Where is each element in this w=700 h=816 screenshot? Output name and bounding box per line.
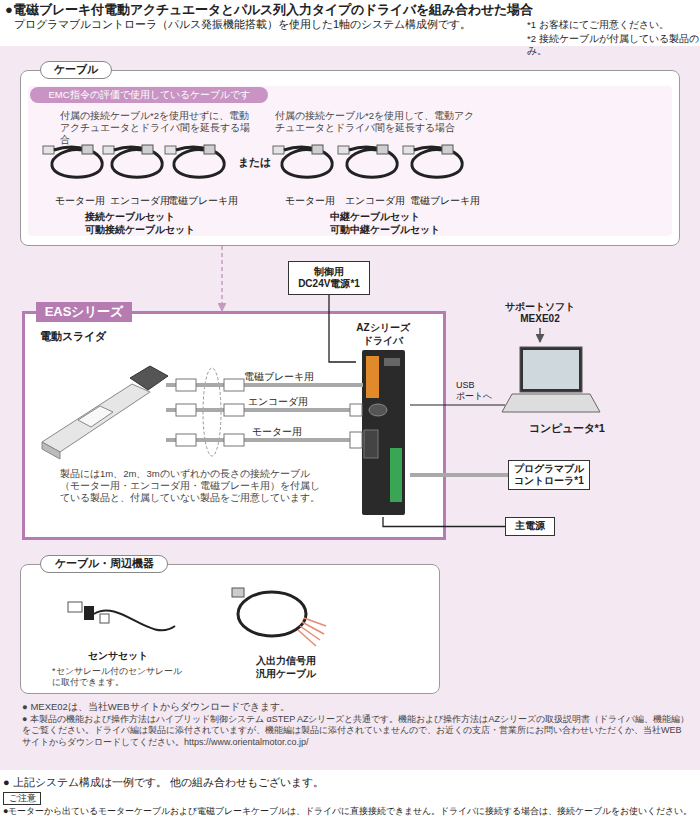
driver-connector: [364, 430, 378, 458]
node-text: ご注意: [4, 793, 40, 804]
node-text: プログラマブル コントローラ*1: [509, 461, 589, 489]
node-text: 制御用 DC24V電源*1: [289, 262, 369, 294]
label-text: 入出力信号用 汎用ケーブル: [245, 655, 327, 680]
connector: [221, 246, 223, 311]
label-text: プログラマブルコントローラ（パルス発振機能搭載）を使用した1軸のシステム構成例で…: [14, 18, 524, 32]
cable-picture: [273, 145, 332, 177]
node-text: サポートソフト MEXE02: [495, 298, 585, 328]
label-text: 電磁ブレーキ用: [410, 195, 480, 207]
driver-terminal: [390, 448, 402, 502]
io-wires: [298, 618, 326, 646]
cable-end: [355, 383, 363, 387]
slider-motor: [130, 366, 168, 390]
connector: [329, 295, 356, 362]
node-box: プログラマブル コントローラ*1: [508, 460, 590, 490]
node-box: EMC指令の評価で使用しているケーブルです: [30, 87, 268, 103]
node-text: コンピュータ*1: [505, 422, 605, 436]
emc-area: [28, 86, 672, 236]
connector: [410, 473, 508, 477]
label-text: モーター用: [55, 195, 105, 207]
label-text: 製品には1m、2m、3mのいずれかの長さの接続ケーブル（モーター用・エンコーダ用…: [60, 468, 322, 504]
sensor: [100, 614, 109, 623]
label-text: *センサレール付のセンサレールに取付できます。: [52, 666, 190, 689]
cable-connector: [350, 432, 362, 448]
edge-label: 電磁ブレーキ用: [244, 371, 314, 383]
io-cable: [238, 592, 306, 636]
node-text: ケーブル: [40, 61, 112, 79]
node-box: ご注意: [3, 792, 41, 805]
sensor: [84, 606, 94, 620]
edge-label: エンコーダ用: [248, 396, 308, 408]
node-text: AZシリーズ ドライバ: [350, 322, 416, 347]
label-text: 接続ケーブルセット 可動接続ケーブルセット: [85, 211, 197, 236]
connector: [410, 405, 505, 406]
label-text: ● 本製品の機能および操作方法はハイブリッド制御システム αSTEP AZシリー…: [22, 714, 690, 748]
slider-rail: [42, 384, 150, 452]
node-text: 電動スライダ: [40, 330, 160, 344]
driver-body: [362, 350, 405, 515]
panel-fill: [20, 70, 680, 246]
node-text: EASシリーズ: [36, 302, 132, 322]
node-box: サポートソフト MEXE02: [495, 298, 585, 328]
slider-table: [78, 406, 113, 427]
label-text: 電磁ブレーキ用: [168, 195, 238, 207]
cable-connector: [176, 434, 196, 446]
cable-picture: [103, 145, 162, 177]
driver-connector: [369, 404, 387, 416]
cable-connector: [224, 404, 244, 416]
node-text: ケーブル・周辺機器: [40, 555, 168, 573]
title-text: ●電磁ブレーキ付電動アクチュエータとパルス列入力タイプのドライバを組み合わせた場…: [5, 2, 525, 18]
label-text: ● MEXE02は、当社WEBサイトからダウンロードできます。: [22, 701, 682, 713]
label-text: 付属の接続ケーブル*2を使用して、電動アクチュエータとドライバ間を延長する場合: [275, 110, 475, 134]
laptop-screen: [520, 347, 582, 392]
panel-fill: [20, 564, 440, 694]
label-text: 付属の接続ケーブル*2を使用せずに、電動アクチュエータとドライバ間を延長する場合: [60, 110, 255, 146]
laptop-screen: [523, 350, 579, 389]
label-text: *2 接続ケーブルが付属している製品のみ。: [527, 33, 699, 57]
cable-connector: [350, 404, 362, 416]
edge-label: USB ポートへ: [456, 380, 502, 403]
io-connector: [232, 588, 244, 597]
panel-fill: [22, 311, 446, 540]
label-text: ●モーターから出ているモーターケーブルおよび電磁ブレーキケーブルは、ドライバに直…: [3, 806, 700, 816]
node-text: EMC指令の評価で使用しているケーブルです: [30, 87, 268, 103]
sensor-cable: [94, 611, 175, 631]
cable-connector: [224, 434, 244, 446]
label-text: エンコーダ用: [110, 195, 170, 207]
slider-end: [42, 442, 60, 459]
cable-connector: [224, 379, 244, 391]
cable-picture: [338, 145, 397, 177]
driver-connector: [366, 356, 379, 398]
label-text: エンコーダ用: [345, 195, 405, 207]
sensor: [68, 602, 82, 612]
label-text: センサセット: [88, 650, 148, 663]
cable-picture: [43, 145, 102, 177]
node-text: 主電源: [506, 518, 554, 535]
connector: [383, 517, 505, 527]
edge-label: モーター用: [252, 426, 302, 438]
label-text: ● 上記システム構成は一例です。 他の組み合わせもございます。: [3, 776, 697, 790]
node-box: 主電源: [505, 517, 555, 536]
cable-connector: [176, 379, 196, 391]
cable-connector: [176, 404, 196, 416]
label-text: モーター用: [285, 195, 335, 207]
label-text: または: [238, 156, 271, 170]
node-box: 制御用 DC24V電源*1: [288, 261, 370, 295]
driver-display: [384, 358, 400, 366]
laptop-base: [502, 394, 600, 412]
cable-bracket: [203, 368, 221, 456]
connector: [539, 328, 541, 342]
cable-picture: [165, 145, 224, 177]
cable-picture: [403, 145, 462, 177]
pink-area: [0, 46, 700, 770]
label-text: 中継ケーブルセット 可動中継ケーブルセット: [330, 211, 446, 236]
label-text: *1 お客様にてご用意ください。: [527, 19, 699, 31]
